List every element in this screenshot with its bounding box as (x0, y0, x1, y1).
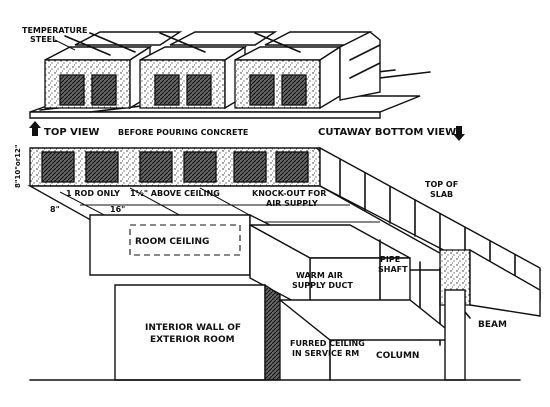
top-of-slab-label-2: SLAB (430, 190, 453, 199)
warm-air-label-2: SUPPLY DUCT (292, 281, 353, 290)
dim-8-label: 8" (50, 205, 60, 214)
dim-vertical-label: 8"10"or12" (14, 144, 22, 188)
above-ceiling-label: 1½" ABOVE CEILING (130, 188, 220, 198)
knockout-label: KNOCK-OUT FOR (252, 189, 326, 198)
warm-air-label: WARM AIR (296, 271, 343, 280)
room-ceiling-label: ROOM CEILING (135, 237, 209, 247)
pipe-shaft-label-2: SHAFT (378, 265, 408, 274)
before-pouring-label: BEFORE POURING CONCRETE (118, 128, 248, 137)
top-view-drawing (29, 31, 431, 119)
furred-ceiling-label-2: IN SERVICE RM (292, 349, 359, 358)
rod-only-label: 1 ROD ONLY (66, 189, 120, 198)
cutaway-bottom-view-label: CUTAWAY BOTTOM VIEW (318, 127, 456, 138)
column-label: COLUMN (376, 351, 419, 361)
interior-wall-label: INTERIOR WALL OF (145, 323, 241, 333)
knockout-label-2: AIR SUPPLY (266, 199, 318, 208)
block-row-1 (44, 45, 343, 110)
dim-16-label: 16" (110, 205, 125, 214)
top-of-slab-label: TOP OF (425, 180, 458, 189)
interior-wall-label-2: EXTERIOR ROOM (150, 335, 235, 345)
temperature-steel-label: TEMPERATURE (22, 26, 88, 35)
top-view-label: TOP VIEW (44, 127, 99, 138)
arrow-up-icon (29, 121, 41, 136)
arrow-down-icon (453, 126, 465, 141)
furred-ceiling-label: FURRED CEILING (290, 339, 365, 348)
beam-label: BEAM (478, 320, 507, 330)
furred-ceiling (278, 289, 466, 381)
pipe-shaft-label: PIPE (380, 255, 400, 264)
temperature-steel-label-2: STEEL (30, 35, 57, 44)
block-row-back (74, 31, 381, 101)
warm-air-duct (249, 223, 411, 312)
